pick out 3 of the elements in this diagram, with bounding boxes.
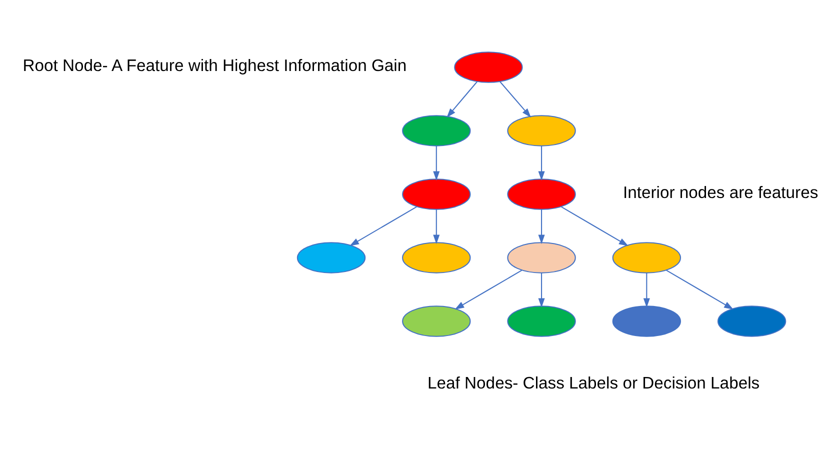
label: Leaf Nodes- Class Labels or Decision Labels [428, 373, 760, 392]
label: Interior nodes are features [622, 182, 818, 202]
label: Root Node- A Feature with Highest Information Gain [22, 56, 407, 75]
